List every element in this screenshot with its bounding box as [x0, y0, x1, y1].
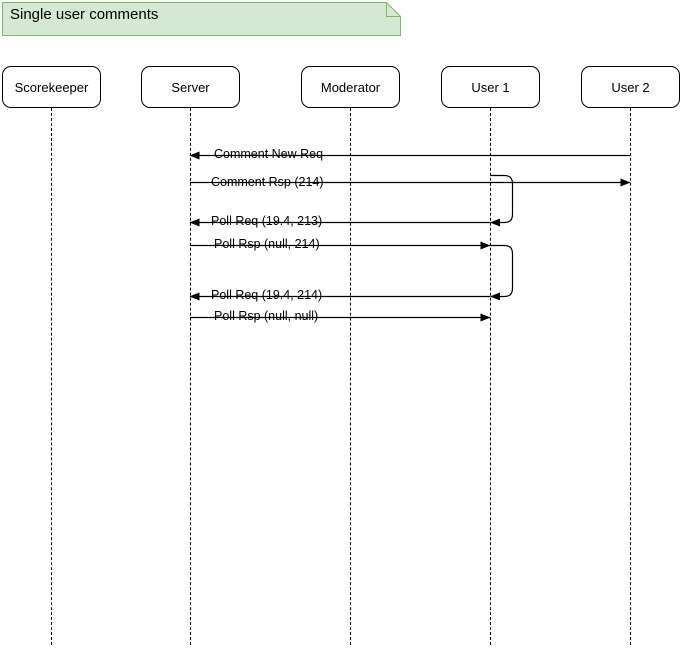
- message-label-poll-rsp-null-null: Poll Rsp (null, null): [214, 309, 319, 323]
- message-label-poll-rsp-null-214: Poll Rsp (null, 214): [214, 237, 320, 251]
- participant-scorekeeper[interactable]: Scorekeeper: [2, 66, 101, 108]
- participant-moderator[interactable]: Moderator: [301, 66, 400, 108]
- message-label-poll-req-19-4-213: Poll Req (19.4, 213): [211, 214, 323, 228]
- participant-label: Server: [171, 79, 210, 95]
- lifeline-moderator: [350, 108, 351, 645]
- message-label-comment-rsp-214: Comment Rsp (214): [211, 175, 324, 189]
- participant-label: Moderator: [320, 79, 381, 95]
- lifeline-user-1: [490, 108, 491, 645]
- participant-label: Scorekeeper: [14, 79, 89, 95]
- lifeline-user-2: [630, 108, 631, 645]
- self-loop-2: [490, 244, 514, 301]
- participant-server[interactable]: Server: [141, 66, 240, 108]
- participant-user-1[interactable]: User 1: [441, 66, 540, 108]
- participant-label: User 1: [471, 79, 510, 95]
- participant-user-2[interactable]: User 2: [581, 66, 680, 108]
- message-label-poll-req-19-4-214: Poll Req (19.4, 214): [211, 288, 323, 302]
- self-loop-1: [490, 174, 514, 227]
- message-label-comment-new-req: Comment New Req: [214, 147, 324, 161]
- lifeline-scorekeeper: [51, 108, 52, 645]
- participant-label: User 2: [611, 79, 650, 95]
- note-title: Single user comments: [10, 6, 159, 23]
- lifeline-server: [190, 108, 191, 645]
